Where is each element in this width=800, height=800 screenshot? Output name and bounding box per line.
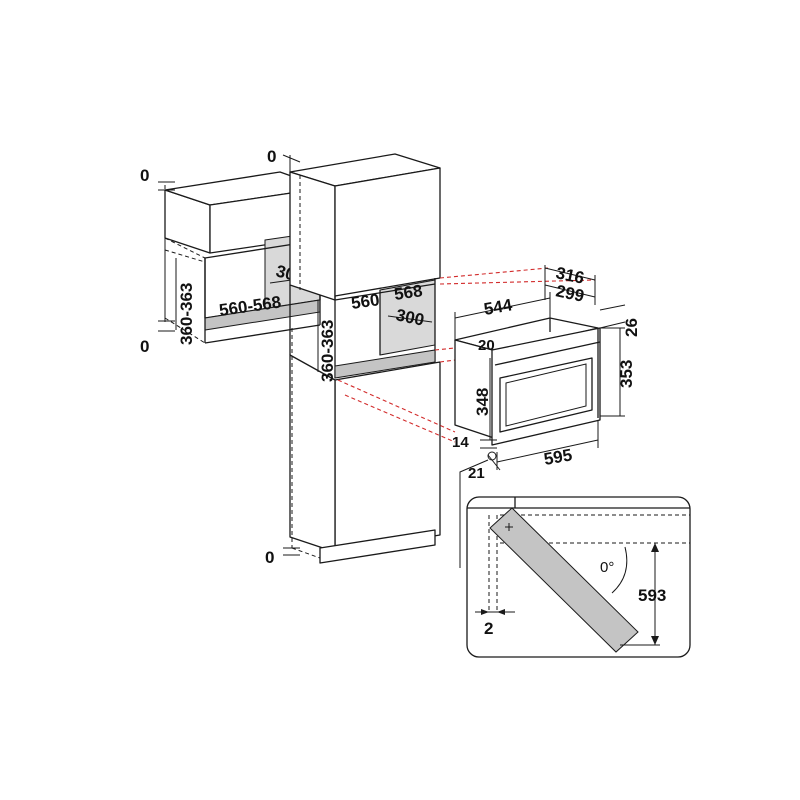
label-upper-bottom-gap: 0: [140, 337, 149, 356]
label-hinge-offset: 2: [484, 619, 493, 638]
open-door-slab: [489, 507, 639, 653]
label-door-open-height: 593: [638, 586, 666, 605]
detail-callout-marker: [487, 451, 497, 461]
tall-cabinet-front-lower: [334, 361, 441, 553]
appliance-dimensions: 544 316 299 26 20 348 353 14 21 595: [452, 263, 641, 568]
label-tall-niche-height: 360-363: [318, 320, 337, 382]
tall-cabinet-left-lower: [289, 354, 336, 553]
label-tall-niche-width-b: 568: [393, 281, 424, 304]
label-appliance-side-offset: 21: [468, 465, 485, 482]
detail-frame: [466, 496, 691, 658]
label-appliance-frame-top: 20: [478, 337, 495, 354]
tall-niche-floor: [334, 349, 436, 379]
label-door-angle: 0°: [600, 559, 614, 576]
label-tall-top-gap: 0: [267, 147, 276, 166]
door-detail-inset: 0° 593 2: [466, 496, 691, 658]
label-appliance-top-offset: 26: [622, 318, 641, 337]
label-upper-top-gap: 0: [140, 166, 149, 185]
label-appliance-bottom-offset: 14: [452, 434, 469, 451]
label-tall-niche-width-a: 560: [350, 290, 381, 313]
tall-cabinet-left-upper: [289, 171, 336, 301]
projection-lines: [337, 267, 596, 443]
label-appliance-body-height: 348: [473, 388, 492, 416]
label-appliance-total-height: 353: [617, 360, 636, 388]
tall-cabinet-front-upper: [334, 167, 441, 297]
label-tall-floor-gap: 0: [265, 548, 274, 567]
angle-arc: [611, 546, 628, 594]
label-upper-niche-height: 360-363: [177, 283, 196, 345]
appliance-front: [491, 327, 601, 446]
appliance-window: [499, 357, 593, 433]
tall-cabinet: [289, 153, 441, 564]
tall-dimensions: 0 360-363 560 568 300 0: [265, 147, 433, 567]
appliance: [454, 317, 601, 446]
label-appliance-width-top: 544: [482, 295, 514, 319]
label-appliance-front-width: 595: [542, 445, 573, 469]
